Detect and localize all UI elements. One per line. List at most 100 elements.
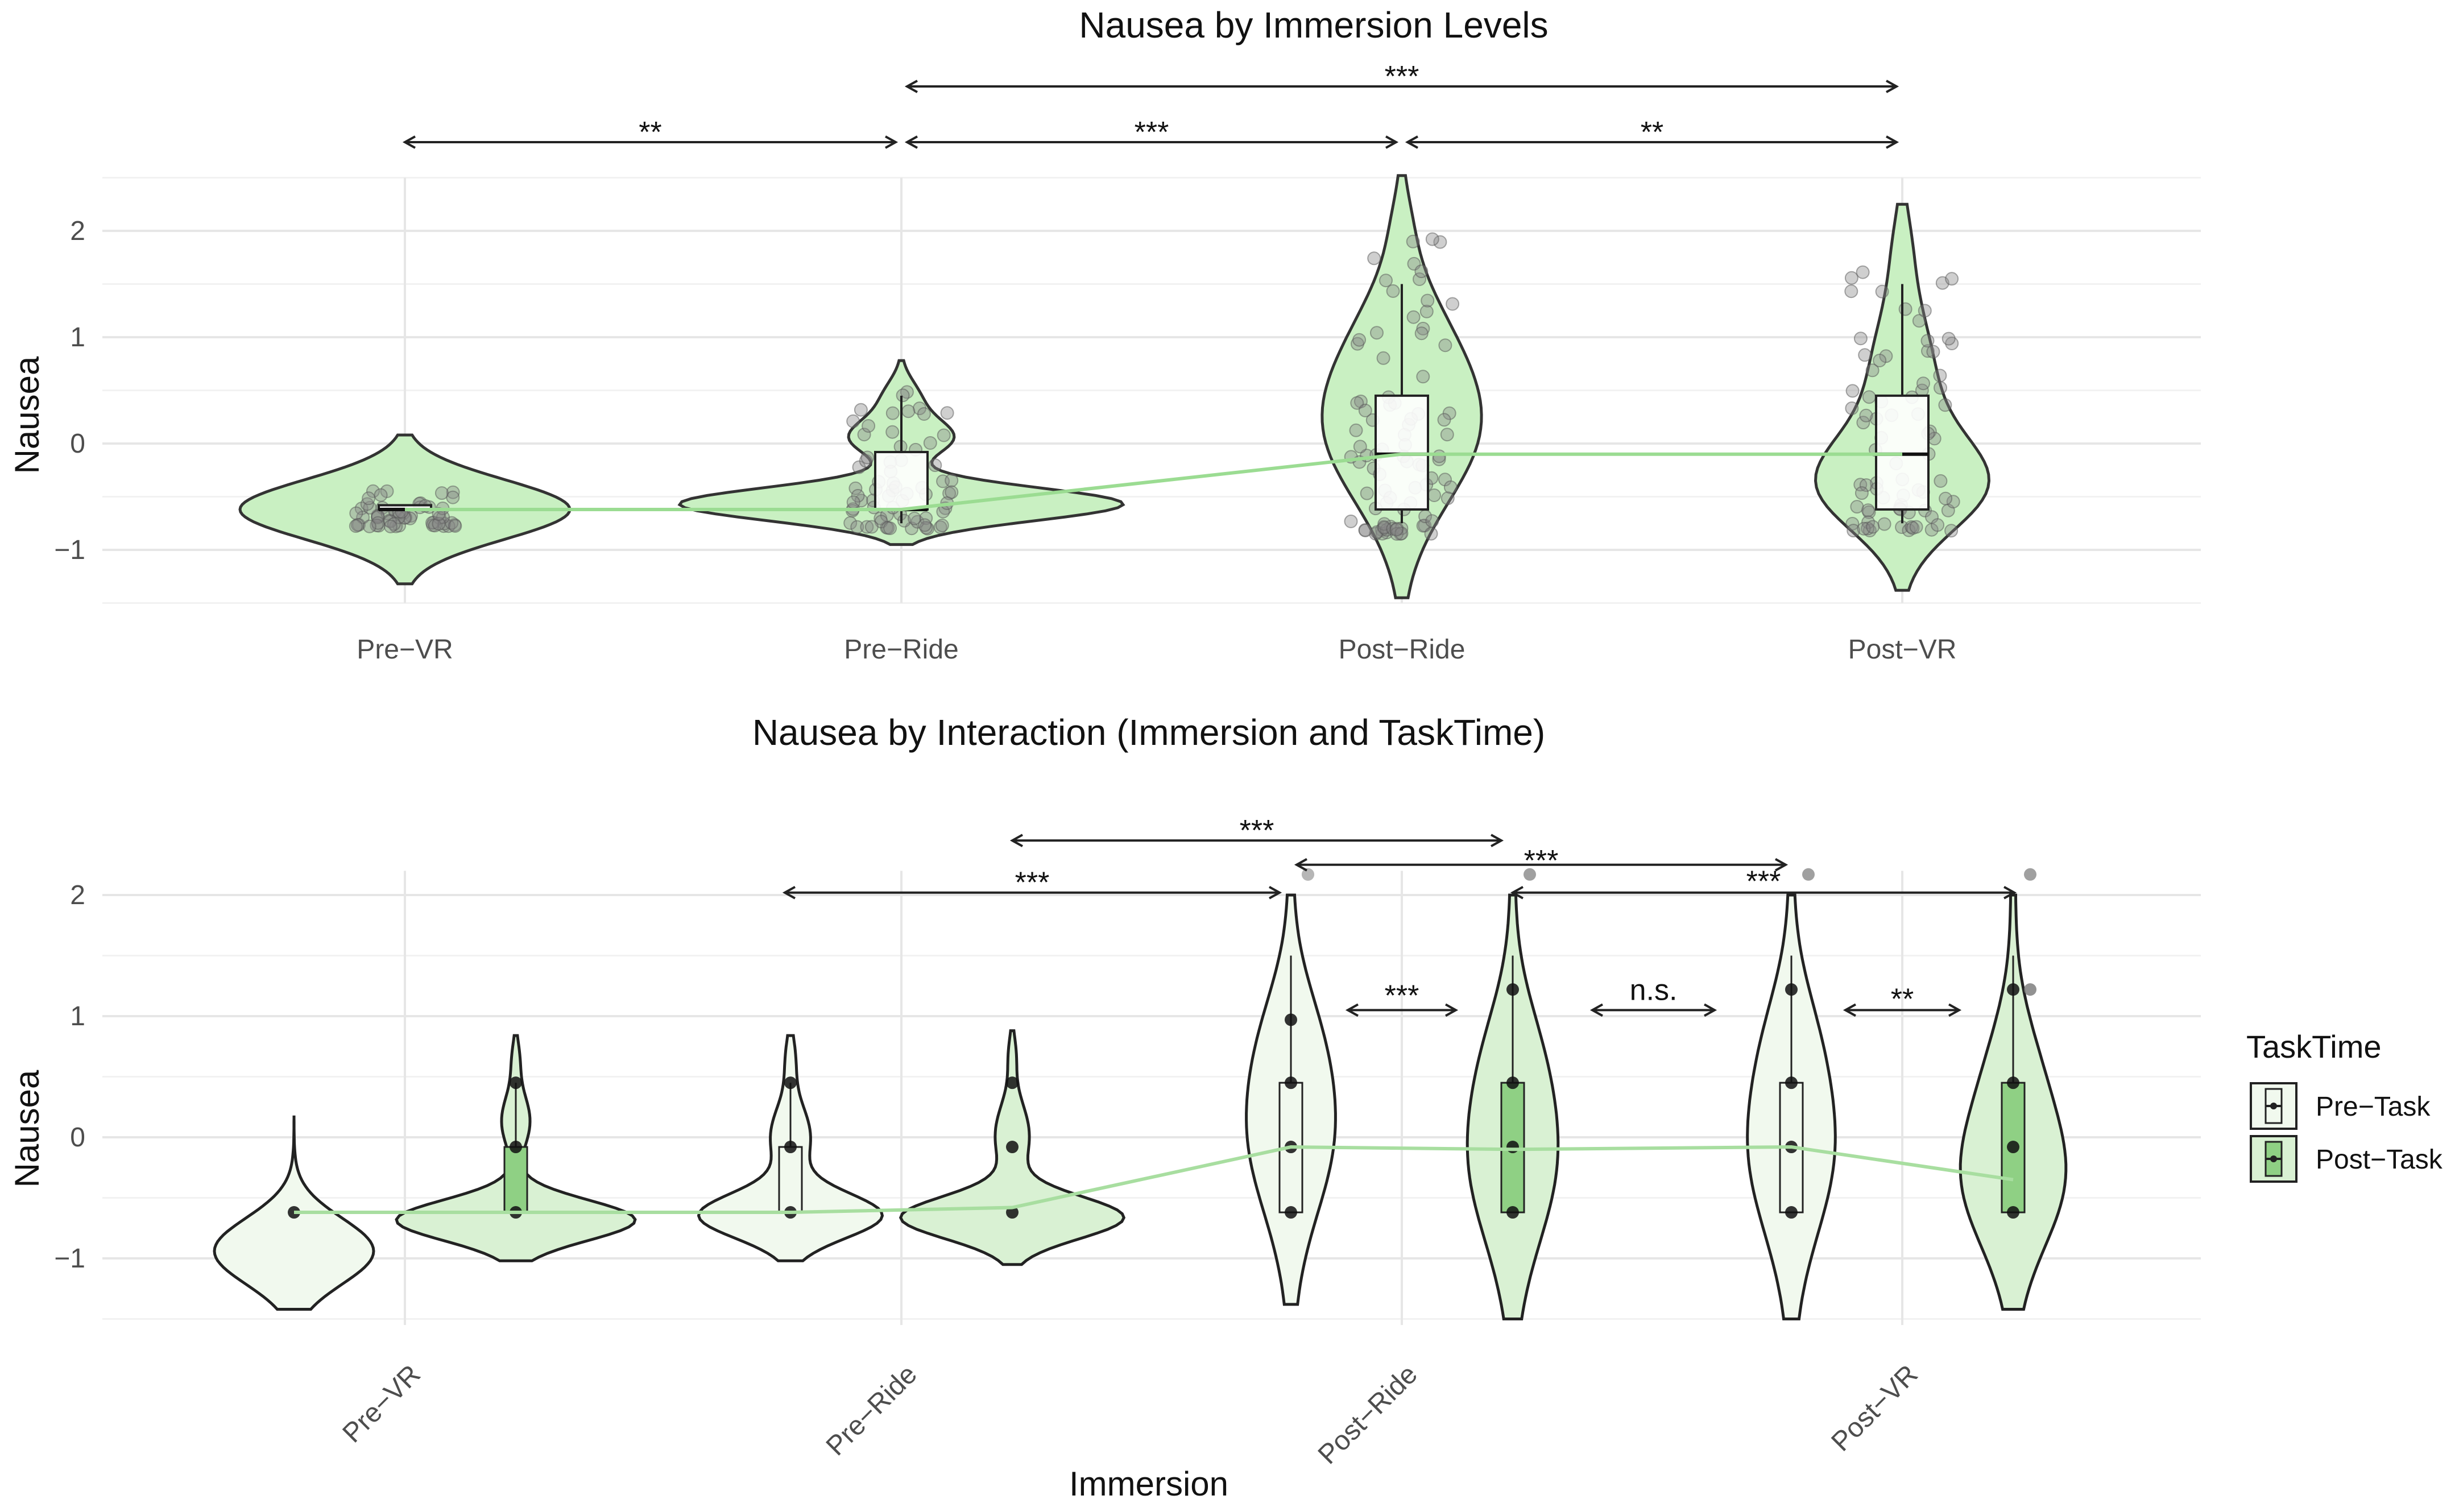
- jitter-point: [917, 407, 931, 421]
- jitter-point: [1446, 297, 1460, 311]
- x-tick-label: Pre−VR: [357, 635, 453, 665]
- bracket-arrowhead: [904, 135, 918, 149]
- jitter-point: [1419, 304, 1434, 318]
- jitter-point: [1921, 344, 1935, 358]
- jitter-point: [1425, 232, 1439, 246]
- jitter-point: [1352, 333, 1367, 347]
- jitter-point: [1859, 408, 1873, 422]
- jitter-point: [1414, 264, 1429, 279]
- bracket-arrowhead: [1704, 1003, 1717, 1017]
- data-point: [1506, 1206, 1519, 1219]
- significance-label: ***: [1385, 60, 1419, 93]
- jitter-point: [928, 458, 942, 473]
- jitter-point: [918, 518, 932, 532]
- data-point: [2007, 1206, 2019, 1219]
- bracket-arrowhead: [885, 135, 899, 149]
- jitter-point: [1933, 368, 1947, 383]
- jitter-point: [1424, 527, 1438, 541]
- jitter-point: [349, 519, 363, 533]
- data-point: [1285, 1013, 1297, 1026]
- top-chart-title: Nausea by Immersion Levels: [1079, 5, 1548, 45]
- significance-label: **: [639, 116, 661, 149]
- jitter-point: [1945, 272, 1959, 286]
- outlier-point: [2024, 868, 2036, 881]
- bracket-arrowhead: [1294, 858, 1307, 872]
- y-tick-label: 1: [70, 1001, 85, 1032]
- outlier-point: [2024, 983, 2036, 996]
- jitter-point: [1926, 345, 1940, 359]
- significance-label: **: [1641, 116, 1663, 149]
- bracket-arrowhead: [1405, 135, 1418, 149]
- jitter-point: [1344, 514, 1358, 528]
- bracket-arrowhead: [1385, 135, 1399, 149]
- bracket-arrowhead: [1886, 135, 1899, 149]
- jitter-point: [1367, 251, 1381, 266]
- jitter-point: [848, 481, 863, 495]
- significance-label: ***: [1524, 844, 1559, 877]
- jitter-point: [1873, 354, 1887, 367]
- jitter-point: [1931, 518, 1945, 532]
- data-point: [510, 1141, 522, 1154]
- top-significance-brackets: **********: [402, 60, 1899, 149]
- significance-label: ***: [1135, 116, 1169, 149]
- jitter-point: [1861, 521, 1875, 536]
- top-panel: Nausea by Immersion Levels Nausea −1012 …: [8, 5, 2201, 665]
- jitter-point: [1866, 520, 1880, 534]
- data-point: [1785, 983, 1798, 996]
- jitter-point: [1427, 488, 1441, 502]
- legend: TaskTime Pre−Task Post−Task: [2246, 1029, 2443, 1183]
- jitter-point: [860, 450, 875, 465]
- bracket-arrowhead: [1775, 858, 1789, 872]
- jitter-point: [850, 520, 864, 534]
- jitter-point: [1425, 514, 1439, 528]
- jitter-point: [1934, 474, 1948, 488]
- x-tick-label: Pre−Ride: [844, 635, 958, 665]
- data-point: [1785, 1206, 1798, 1219]
- outlier-point: [1302, 868, 1314, 881]
- jitter-point: [883, 521, 897, 535]
- jitter-point: [1432, 449, 1446, 463]
- box-iqr: [778, 1146, 803, 1213]
- bracket-arrowhead: [1510, 885, 1524, 900]
- y-tick-label: 1: [70, 322, 85, 353]
- jitter-point: [935, 519, 949, 532]
- data-point: [2007, 983, 2019, 996]
- jitter-point: [923, 436, 937, 450]
- data-point: [1785, 1076, 1798, 1090]
- bracket-arrowhead: [1445, 1003, 1459, 1017]
- jitter-point: [1854, 486, 1869, 500]
- jitter-point: [1416, 370, 1430, 384]
- y-tick-label: 0: [70, 1122, 85, 1153]
- jitter-point: [1353, 440, 1367, 454]
- jitter-point: [1850, 500, 1864, 514]
- data-point: [2007, 1076, 2019, 1090]
- bracket-arrowhead: [1491, 834, 1504, 847]
- jitter-point: [1370, 326, 1384, 340]
- jitter-point: [362, 519, 376, 533]
- jitter-point: [1437, 413, 1451, 427]
- jitter-point: [846, 414, 860, 428]
- jitter-point: [383, 519, 398, 533]
- bracket-arrowhead: [1886, 80, 1899, 93]
- significance-label: **: [1891, 983, 1914, 1016]
- bracket-arrowhead: [782, 885, 796, 900]
- jitter-point: [1443, 480, 1458, 494]
- jitter-point: [1358, 403, 1372, 417]
- jitter-point: [1853, 332, 1868, 346]
- jitter-point: [1358, 523, 1372, 537]
- jitter-point: [1862, 390, 1876, 404]
- data-point: [784, 1141, 797, 1154]
- jitter-point: [1389, 523, 1404, 537]
- bottom-points: [288, 868, 2036, 1219]
- jitter-point: [1920, 334, 1935, 348]
- jitter-point: [937, 428, 951, 442]
- jitter-point: [1944, 524, 1959, 538]
- jitter-point: [1379, 274, 1393, 288]
- data-point: [1506, 983, 1519, 996]
- jitter-point: [1847, 524, 1861, 538]
- jitter-point: [1414, 326, 1429, 341]
- y-tick-label: 0: [70, 429, 85, 459]
- jitter-point: [1421, 293, 1435, 308]
- jitter-point: [349, 506, 363, 520]
- jitter-point: [864, 520, 879, 534]
